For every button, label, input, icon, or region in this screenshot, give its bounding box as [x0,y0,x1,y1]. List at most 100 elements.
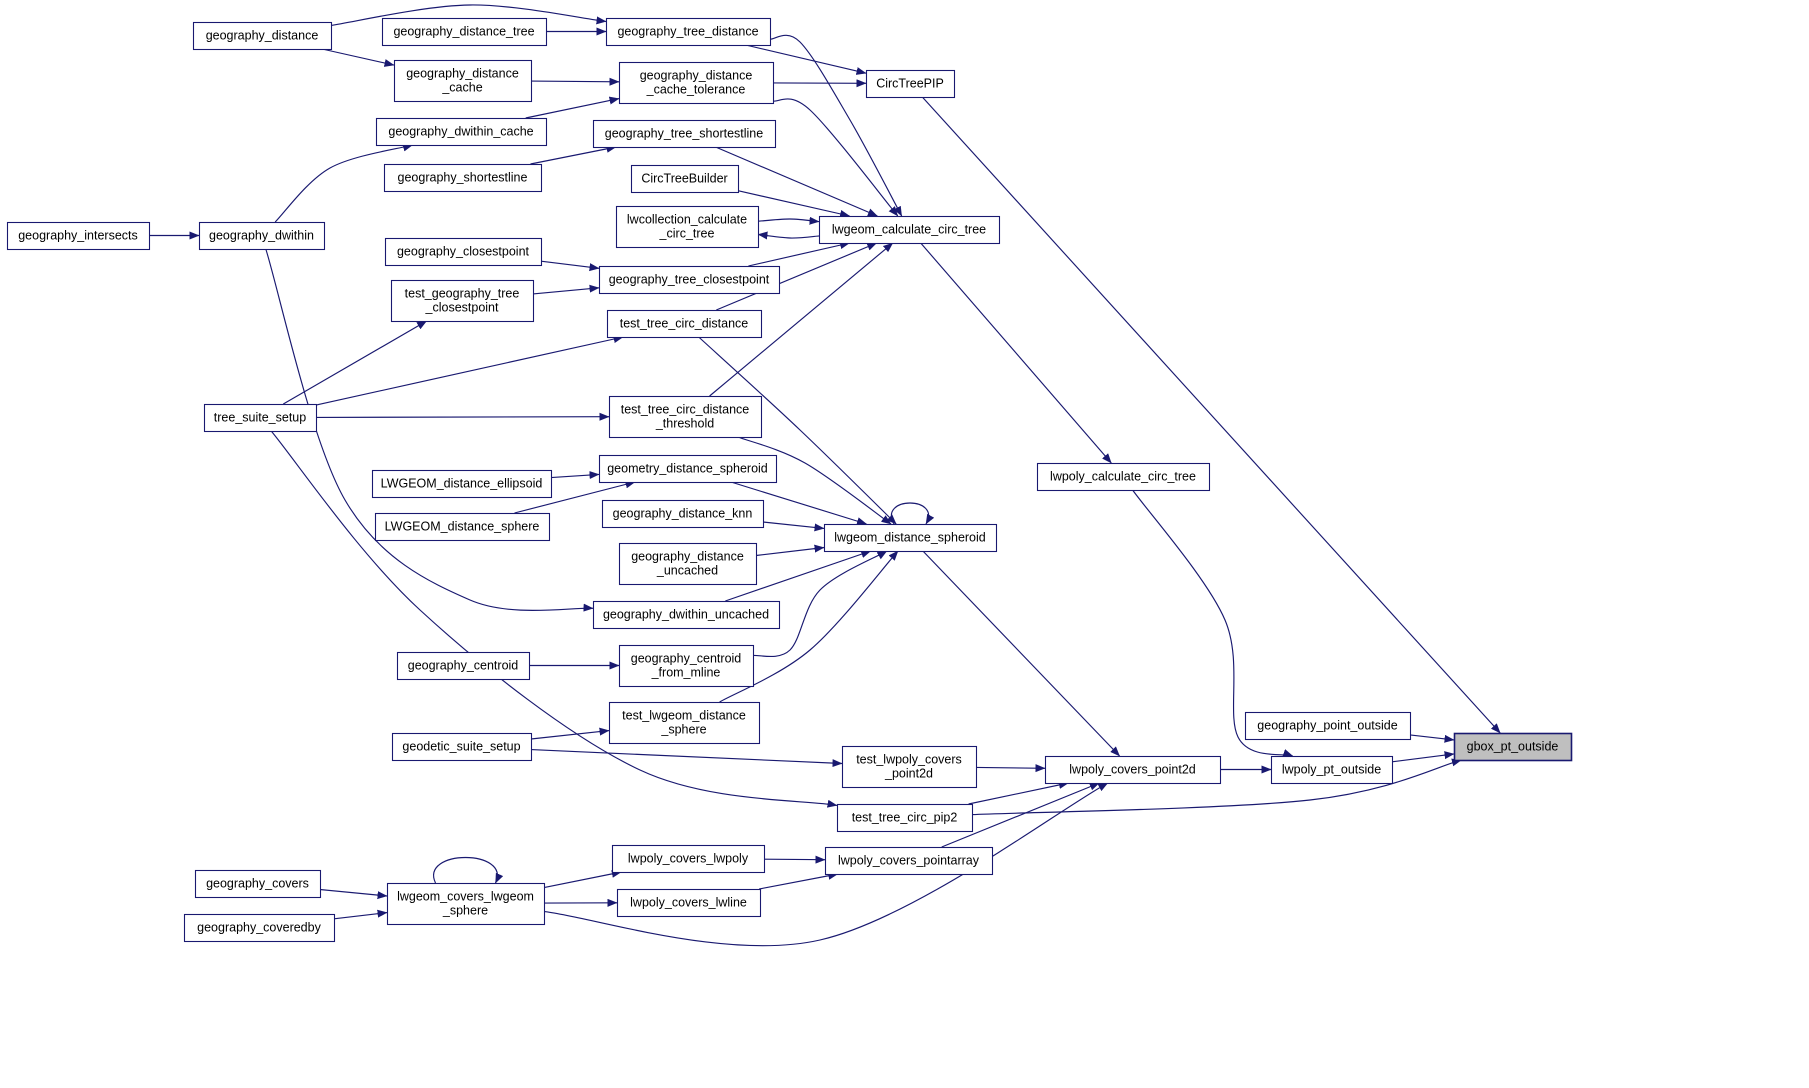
node-CircTreeBuilder[interactable]: CircTreeBuilder [630,164,740,194]
node-box [183,913,336,943]
node-geography_dwithin_uncached[interactable]: geography_dwithin_uncached [592,600,781,630]
node-label: test_tree_circ_pip2 [852,811,958,825]
node-label: lwpoly_covers_lwline [630,896,747,910]
node-lwpoly_covers_lwline[interactable]: lwpoly_covers_lwline [616,888,762,918]
edge-test_tree_circ_pip2--gbox_pt_outside [971,758,1462,816]
edge-geography_distance_cache--geography_distance_cache_tolerance [530,77,620,86]
edge-lwpoly_covers_lwline--lwpoly_covers_pointarray [759,871,839,890]
node-box [606,309,763,339]
node-lwpoly_covers_pointarray[interactable]: lwpoly_covers_pointarray [824,846,994,876]
node-lwpoly_covers_point2d[interactable]: lwpoly_covers_point2d [1044,755,1222,785]
node-label: geography_coveredby [197,921,321,935]
node-test_tree_circ_distance_threshold[interactable]: test_tree_circ_distance_threshold [608,395,763,439]
node-lwpoly_pt_outside[interactable]: lwpoly_pt_outside [1270,755,1394,785]
node-box [393,59,533,103]
node-geography_centroid_from_mline[interactable]: geography_centroid_from_mline [618,644,755,688]
node-label: geometry_distance_spheroid [607,462,768,476]
edge-test_tree_circ_distance--lwgeom_distance_spheroid [698,336,897,525]
node-geography_tree_distance[interactable]: geography_tree_distance [605,17,772,47]
edge-geodetic_suite_setup--test_lwgeom_distance_sphere [530,727,610,740]
node-box [374,512,551,542]
node-box [390,279,535,323]
node-box [601,499,765,529]
node-geography_shortestline[interactable]: geography_shortestline [383,163,543,193]
node-geography_distance_uncached[interactable]: geography_distance_uncached [618,542,758,586]
node-lwgeom_distance_spheroid[interactable]: lwgeom_distance_spheroid [823,523,998,553]
node-geography_covers[interactable]: geography_covers [194,869,322,899]
node-box [371,469,553,499]
node-tree_suite_setup[interactable]: tree_suite_setup [203,403,318,433]
node-CircTreePIP[interactable]: CircTreePIP [865,69,956,99]
node-box [6,221,151,251]
edge-geography_distance--geography_tree_distance [330,4,607,26]
edge-geography_point_outside--gbox_pt_outside [1409,734,1455,743]
node-test_lwpoly_covers_point2d[interactable]: test_lwpoly_covers_point2d [841,745,978,789]
node-geography_intersects[interactable]: geography_intersects [6,221,151,251]
node-geography_dwithin[interactable]: geography_dwithin [198,221,326,251]
node-geography_distance_knn[interactable]: geography_distance_knn [601,499,765,529]
node-geography_distance_cache_tolerance[interactable]: geography_distance_cache_tolerance [618,61,775,105]
node-box [608,395,763,439]
node-box [598,454,778,484]
node-geography_coveredby[interactable]: geography_coveredby [183,913,336,943]
edge-geography_tree_distance--CircTreePIP [745,44,867,75]
node-test_lwgeom_distance_sphere[interactable]: test_lwgeom_distance_sphere [608,701,761,745]
edge-geodetic_suite_setup--test_lwpoly_covers_point2d [530,749,843,768]
edge-test_tree_circ_distance_threshold--lwgeom_calculate_circ_tree [709,242,894,397]
node-geodetic_suite_setup[interactable]: geodetic_suite_setup [391,732,533,762]
node-box [592,600,781,630]
node-label: lwgeom_covers_lwgeom_sphere [397,890,534,918]
node-box [375,117,548,147]
node-box [630,164,740,194]
edge-lwgeom_distance_spheroid--lwpoly_covers_point2d [922,550,1121,757]
edge-geography_distance_knn--lwgeom_distance_spheroid [762,521,825,532]
node-geography_dwithin_cache[interactable]: geography_dwithin_cache [375,117,548,147]
node-test_tree_circ_pip2[interactable]: test_tree_circ_pip2 [836,803,974,833]
node-label: geography_shortestline [398,171,528,185]
edge-lwgeom_distance_spheroid--lwgeom_distance_spheroid [891,502,935,525]
node-geography_centroid[interactable]: geography_centroid [396,651,531,681]
node-geography_tree_shortestline[interactable]: geography_tree_shortestline [592,119,777,149]
node-lwgeom_covers_lwgeom_sphere[interactable]: lwgeom_covers_lwgeom_sphere [386,882,546,926]
node-geography_distance[interactable]: geography_distance [192,21,333,51]
edge-geography_dwithin_uncached--lwgeom_distance_spheroid [725,550,872,602]
node-label: geodetic_suite_setup [402,740,520,754]
edge-CircTreeBuilder--lwgeom_calculate_circ_tree [737,190,851,218]
node-lwpoly_calculate_circ_tree[interactable]: lwpoly_calculate_circ_tree [1036,462,1211,492]
node-lwpoly_covers_lwpoly[interactable]: lwpoly_covers_lwpoly [611,844,766,874]
edge-geography_tree_closestpoint--lwgeom_calculate_circ_tree [748,241,851,267]
node-box [616,888,762,918]
node-box [824,846,994,876]
node-label: LWGEOM_distance_sphere [385,520,540,534]
node-label: LWGEOM_distance_ellipsoid [381,477,543,491]
node-label: geography_dwithin_cache [388,125,533,139]
node-LWGEOM_distance_sphere[interactable]: LWGEOM_distance_sphere [374,512,551,542]
node-geography_point_outside[interactable]: geography_point_outside [1244,711,1412,741]
edge-lwpoly_pt_outside--gbox_pt_outside [1391,751,1455,763]
node-label: geography_distance_cache_tolerance [640,69,753,97]
edge-test_lwgeom_distance_sphere--lwgeom_distance_spheroid [719,550,899,703]
node-label: lwpoly_covers_point2d [1069,763,1196,777]
edge-tree_suite_setup--test_tree_circ_pip2 [270,430,838,808]
edge-tree_suite_setup--test_geography_tree_closestpoint [283,320,428,405]
edge-geography_dwithin_cache--geography_distance_cache_tolerance [525,96,620,119]
node-test_geography_tree_closestpoint[interactable]: test_geography_tree_closestpoint [390,279,535,323]
edge-lwgeom_calculate_circ_tree--lwcollection_calculate_circ_tree [757,231,820,240]
node-test_tree_circ_distance[interactable]: test_tree_circ_distance [606,309,763,339]
node-box [391,732,533,762]
node-box [618,542,758,586]
node-geography_tree_closestpoint[interactable]: geography_tree_closestpoint [598,265,781,295]
node-box [383,163,543,193]
node-geometry_distance_spheroid[interactable]: geometry_distance_spheroid [598,454,778,484]
node-geography_distance_tree[interactable]: geography_distance_tree [381,17,548,47]
node-geography_distance_cache[interactable]: geography_distance_cache [393,59,533,103]
node-box [841,745,978,789]
node-lwgeom_calculate_circ_tree[interactable]: lwgeom_calculate_circ_tree [818,215,1001,245]
node-label: geography_centroid_from_mline [631,652,742,680]
node-lwcollection_calculate_circ_tree[interactable]: lwcollection_calculate_circ_tree [615,205,760,249]
node-LWGEOM_distance_ellipsoid[interactable]: LWGEOM_distance_ellipsoid [371,469,553,499]
edge-test_tree_circ_distance_threshold--lwgeom_distance_spheroid [737,436,892,525]
node-box [823,523,998,553]
node-geography_closestpoint[interactable]: geography_closestpoint [384,237,543,267]
